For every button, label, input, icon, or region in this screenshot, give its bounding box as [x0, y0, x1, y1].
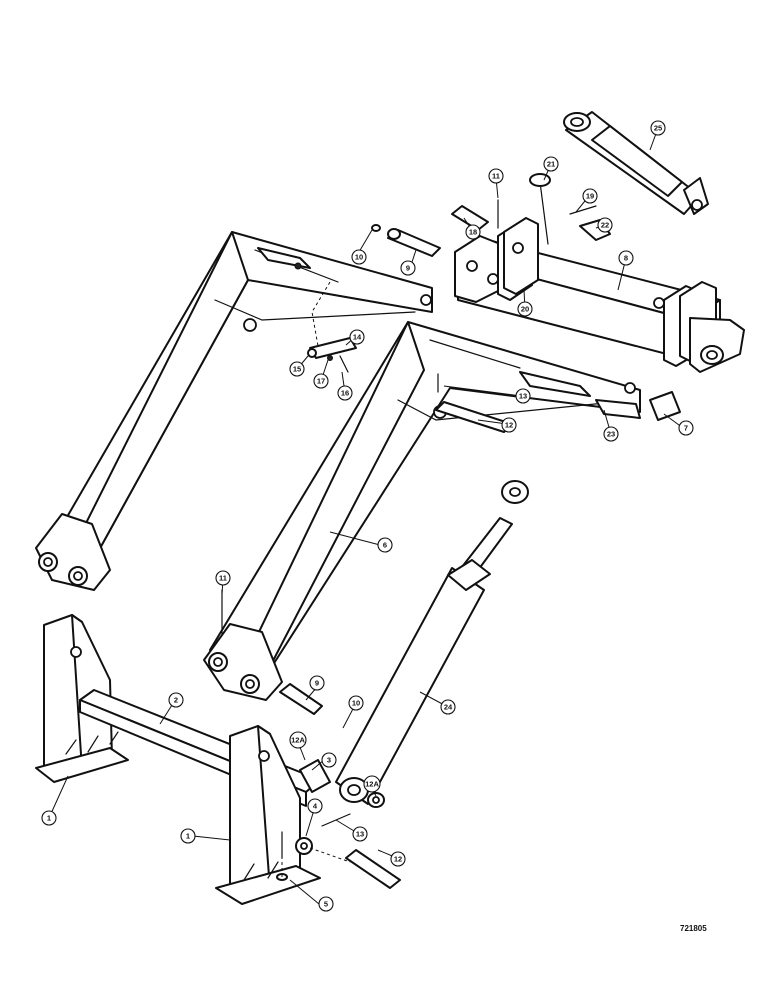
callout-6: 6: [377, 537, 393, 553]
callout-1: 1: [180, 828, 196, 844]
svg-text:7: 7: [684, 424, 688, 433]
callout-12: 12: [390, 851, 406, 867]
svg-text:10: 10: [355, 253, 363, 262]
callouts: 1 1 2 3 4 5 6 7 8 9 9 10 10 11 11 12 12 …: [41, 120, 694, 912]
svg-text:24: 24: [444, 703, 453, 712]
callout-25: 25: [650, 120, 666, 136]
callout-13: 13: [352, 826, 368, 842]
svg-text:19: 19: [586, 192, 594, 201]
svg-text:12A: 12A: [291, 736, 305, 745]
callout-21: 21: [543, 156, 559, 172]
svg-text:12: 12: [394, 855, 402, 864]
svg-text:1: 1: [47, 814, 51, 823]
callout-11: 11: [488, 168, 504, 184]
callout-20: 20: [517, 301, 533, 317]
callout-9: 9: [309, 675, 325, 691]
svg-text:25: 25: [654, 124, 662, 133]
callout-18: 18: [465, 224, 481, 240]
small-hardware: [307, 337, 357, 373]
callout-15: 15: [289, 361, 305, 377]
svg-text:9: 9: [406, 264, 410, 273]
callout-19: 19: [582, 188, 598, 204]
svg-text:20: 20: [521, 305, 529, 314]
svg-text:21: 21: [547, 160, 555, 169]
svg-text:2: 2: [174, 696, 178, 705]
callout-10: 10: [348, 695, 364, 711]
callout-3: 3: [321, 752, 337, 768]
callout-2: 2: [168, 692, 184, 708]
callout-12: 12: [501, 417, 517, 433]
callout-14: 14: [349, 329, 365, 345]
svg-text:3: 3: [327, 756, 331, 765]
svg-text:10: 10: [352, 699, 360, 708]
svg-text:14: 14: [353, 333, 362, 342]
svg-text:1: 1: [186, 832, 190, 841]
hydraulic-cylinder-large: [335, 480, 529, 805]
callout-16: 16: [337, 385, 353, 401]
svg-text:13: 13: [356, 830, 364, 839]
callout-24: 24: [440, 699, 456, 715]
callout-11: 11: [215, 570, 231, 586]
rear-cross-tube: [454, 217, 745, 373]
frame-pins: [276, 759, 401, 889]
svg-text:23: 23: [607, 430, 615, 439]
svg-text:4: 4: [313, 802, 318, 811]
svg-text:12: 12: [505, 421, 513, 430]
svg-text:15: 15: [293, 365, 301, 374]
mounting-frame: [35, 614, 321, 905]
callout-12a: 12A: [363, 775, 381, 793]
svg-text:11: 11: [492, 172, 500, 181]
callout-5: 5: [318, 896, 334, 912]
figure-id: 721805: [680, 924, 707, 933]
callout-7: 7: [678, 420, 694, 436]
callout-10: 10: [351, 249, 367, 265]
callout-8: 8: [618, 250, 634, 266]
svg-text:18: 18: [469, 228, 477, 237]
callout-17: 17: [313, 373, 329, 389]
callout-4: 4: [307, 798, 323, 814]
svg-text:17: 17: [317, 377, 325, 386]
boom-front: [203, 321, 641, 701]
svg-text:13: 13: [519, 392, 527, 401]
svg-text:12A: 12A: [365, 780, 379, 789]
svg-text:9: 9: [315, 679, 319, 688]
svg-text:5: 5: [324, 900, 328, 909]
callout-12a: 12A: [289, 731, 307, 749]
boom-rear: [35, 231, 433, 591]
boom-rear-pin: [371, 224, 441, 257]
svg-text:8: 8: [624, 254, 628, 263]
callout-23: 23: [603, 426, 619, 442]
callout-1: 1: [41, 810, 57, 826]
svg-text:6: 6: [383, 541, 387, 550]
callout-22: 22: [597, 217, 613, 233]
hydraulic-cylinder-small: [563, 111, 709, 215]
callout-13: 13: [515, 388, 531, 404]
svg-text:16: 16: [341, 389, 349, 398]
svg-text:11: 11: [219, 574, 227, 583]
callout-9: 9: [400, 260, 416, 276]
svg-text:22: 22: [601, 221, 609, 230]
